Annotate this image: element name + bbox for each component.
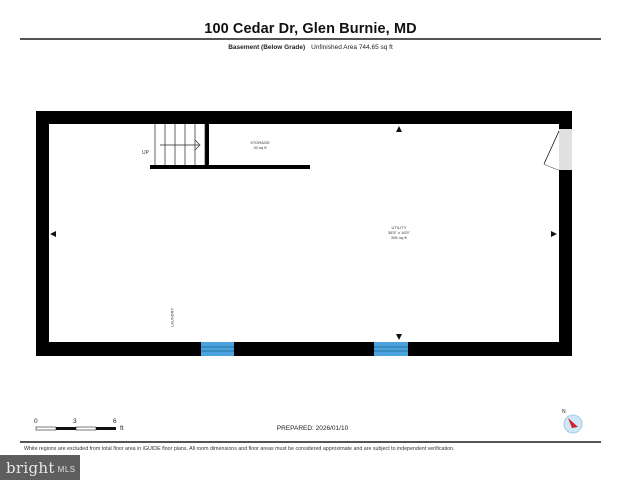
scale-tick: 0	[34, 418, 38, 425]
scale-tick: 3	[73, 418, 77, 425]
room-utility: UTILITY 38'5" x 16'5" 591 sq ft	[374, 225, 424, 240]
dimension-markers	[50, 126, 557, 340]
logo-suffix: MLS	[57, 464, 76, 474]
door-east	[543, 129, 572, 171]
footer-divider	[20, 441, 601, 443]
storage-walls	[150, 124, 310, 169]
window-south-1	[201, 342, 234, 356]
bright-mls-logo: bright MLS	[0, 455, 80, 480]
level-area: Unfinished Area 744.65 sq ft	[311, 44, 393, 51]
disclaimer-text: White regions are excluded from total fl…	[24, 446, 455, 452]
property-address-title: 100 Cedar Dr, Glen Burnie, MD	[204, 21, 417, 37]
scale-bar-graphic	[35, 426, 116, 431]
stairs-up-label: UP	[142, 150, 149, 156]
logo-brand: bright	[6, 458, 55, 477]
exterior-walls	[36, 111, 572, 356]
level-summary: Basement (Below Grade) Unfinished Area 74…	[0, 44, 621, 51]
prepared-date: PREPARED: 2026/01/10	[276, 425, 349, 432]
window-south-2	[374, 342, 408, 356]
room-name: STORAGE	[250, 140, 270, 145]
compass-icon: N	[562, 409, 583, 434]
scale-tick: 6	[113, 418, 117, 425]
room-storage: STORAGE 20 sq ft	[238, 140, 282, 150]
scale-unit: ft	[120, 425, 124, 432]
room-name: UTILITY	[391, 225, 407, 230]
room-dimensions: 38'5" x 16'5"	[388, 230, 410, 235]
stairs	[154, 124, 206, 165]
room-area: 591 sq ft	[391, 235, 407, 240]
level-name: Basement (Below Grade)	[228, 44, 306, 51]
room-laundry: LAUNDRY	[169, 307, 175, 328]
compass-north-label: N	[562, 409, 566, 415]
room-area: 20 sq ft	[253, 145, 267, 150]
header-divider	[20, 38, 601, 40]
